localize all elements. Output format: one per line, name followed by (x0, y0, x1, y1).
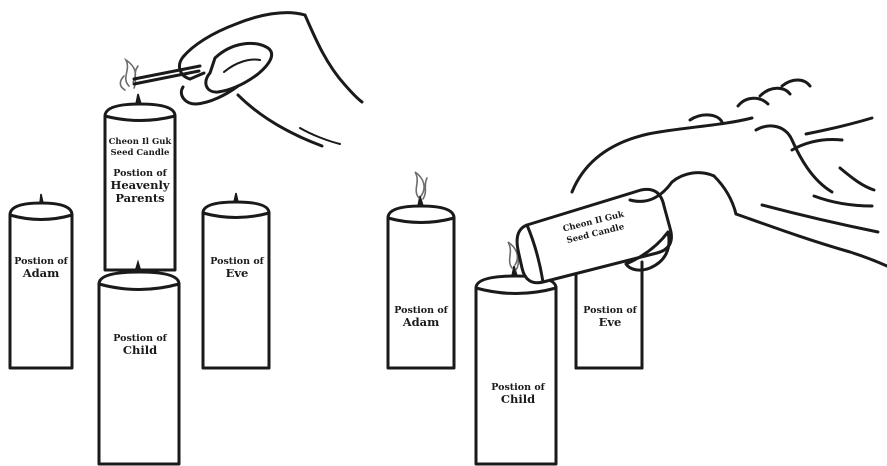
right-child-candle: Postion of Child (476, 266, 556, 464)
left-seed-candle: Cheon Il Guk Seed Candle Postion of Heav… (105, 94, 175, 270)
right-adam-label-line2: Adam (402, 315, 440, 329)
left-adam-candle: Postion of Adam (10, 194, 72, 368)
left-seed-label-line4: Heavenly (110, 178, 169, 192)
right-eve-candle: Postion of Eve (576, 262, 642, 368)
left-scene: Postion of Adam Postion of Eve Cheon Il … (10, 13, 362, 464)
flame-icon (120, 60, 138, 90)
left-eve-candle: Postion of Eve (203, 193, 269, 368)
left-seed-label-line1: Cheon Il Guk (109, 137, 173, 147)
left-seed-label-line2: Seed Candle (111, 148, 170, 158)
right-adam-smoke-icon (415, 172, 427, 199)
right-scene: Postion of Adam Postion of Eve Postion o… (388, 80, 887, 464)
right-adam-candle: Postion of Adam (388, 196, 454, 368)
hand-icon (179, 13, 362, 146)
left-child-candle: Postion of Child (99, 262, 179, 464)
match-icon (134, 66, 200, 84)
right-eve-label-line2: Eve (599, 315, 622, 329)
right-child-label-line2: Child (501, 392, 535, 406)
left-seed-label-line5: Parents (115, 191, 164, 205)
left-adam-label-line2: Adam (22, 266, 60, 280)
left-child-label-line2: Child (123, 343, 157, 357)
left-eve-label-line2: Eve (226, 266, 249, 280)
